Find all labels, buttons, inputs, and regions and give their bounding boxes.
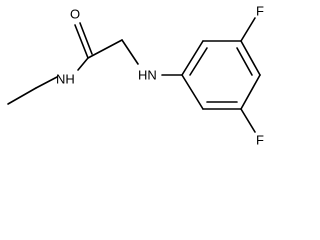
molecule-structure: O NH HN F F [7,4,264,148]
ring-double-bond-2 [236,47,253,76]
amine-nitrogen-label: HN [138,68,157,83]
bond-fluorine-bottom [240,108,256,133]
amide-nitrogen-label: NH [56,72,75,87]
bond-carbonyl-double-b [79,22,93,55]
ring-double-bond-1 [189,47,208,76]
bond-ethyl-ch2-n [35,76,58,89]
ring-bond-1 [181,40,204,76]
bond-ethyl-ch3 [7,87,37,105]
bond-fluorine-top [240,17,256,42]
ring-bond-6 [181,74,204,110]
bond-ch2-amine [121,39,139,65]
fluorine-top-label: F [256,4,264,19]
bond-carbonyl-double-a [74,24,89,59]
fluorine-bottom-label: F [256,133,264,148]
bond-amide-n-carbonyl [77,57,89,71]
carbonyl-oxygen-label: O [70,7,80,22]
ring-bond-3 [240,40,261,76]
ring-bond-4 [240,74,261,110]
bond-carbonyl-ch2 [87,39,123,59]
